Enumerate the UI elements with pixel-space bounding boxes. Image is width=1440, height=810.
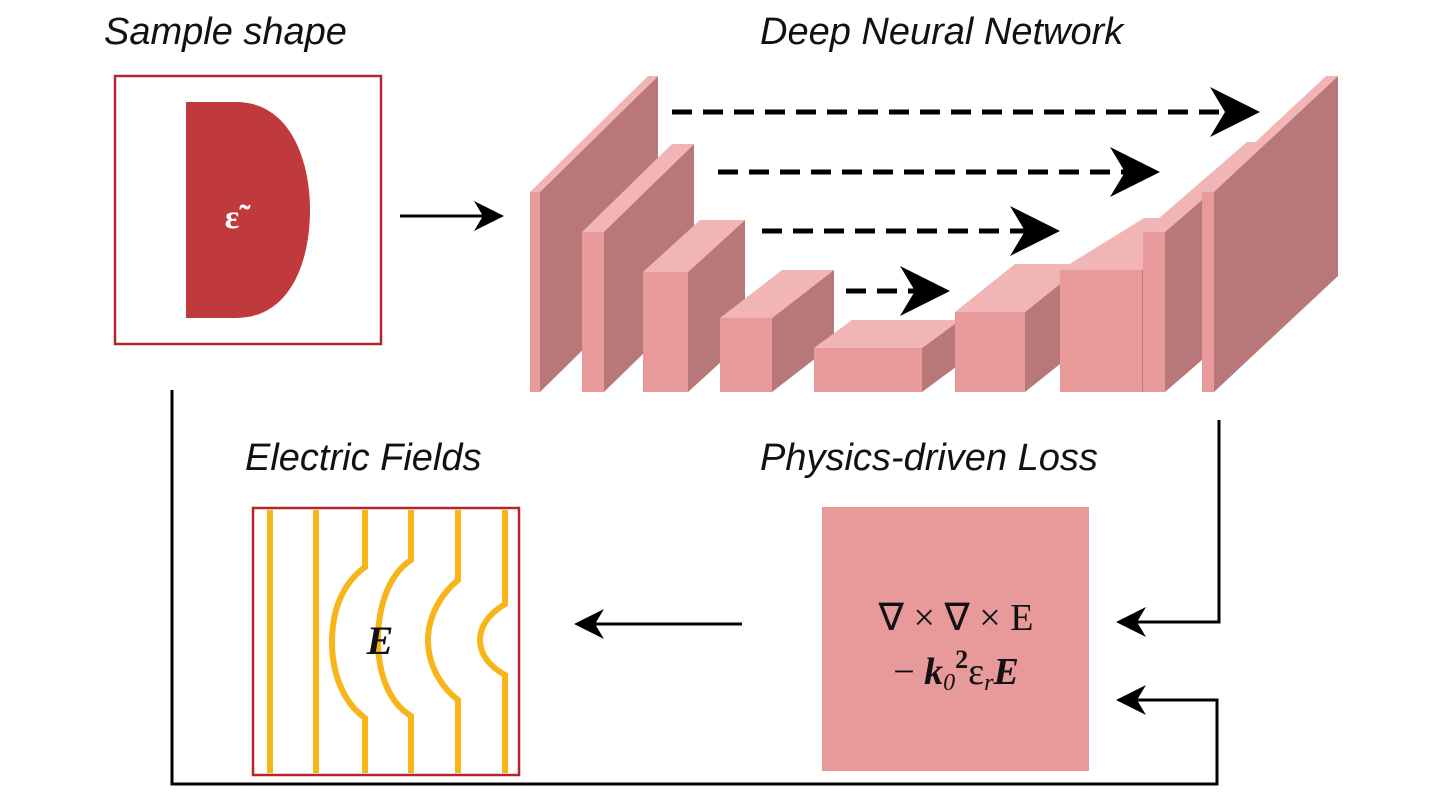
unet-bottleneck-block [814, 320, 960, 392]
unet-decoder-block-1-front [955, 312, 1025, 392]
unet-decoder-block-4-side [1214, 76, 1338, 392]
skip-connections [672, 87, 1260, 316]
connector-network-to-loss [1116, 420, 1221, 637]
electric-fields-frame [251, 506, 521, 777]
unet-decoder-block-4-top [1202, 76, 1338, 192]
unet-encoder-block-4-top [720, 270, 834, 318]
unet-decoder-block-1-top [955, 264, 1085, 312]
unet-encoder-block-4-front [720, 318, 772, 392]
sample-d-shape [186, 102, 310, 318]
sample-shape-title: Sample shape [104, 11, 347, 53]
loss-E: E [992, 651, 1018, 693]
physics-loss-title: Physics-driven Loss [760, 437, 1098, 479]
unet-encoder-block-1-front [530, 192, 540, 392]
physics-loss-box [822, 507, 1089, 771]
network-title: Deep Neural Network [760, 11, 1125, 53]
physics-loss-panel: ∇ × ∇ × E − k02εrE [822, 507, 1089, 771]
electric-fields-title: Electric Fields [245, 437, 482, 479]
connector-sample-to-loss [170, 390, 1219, 786]
loss-eps-sub: r [984, 670, 994, 696]
loss-minus: − [893, 651, 924, 693]
loss-k-sup: 2 [955, 645, 968, 674]
unet-decoder-block-2-front [1060, 270, 1142, 392]
unet-encoder-block-3-top [643, 220, 745, 272]
unet-encoder-block-4 [720, 270, 834, 392]
sample-shape-panel: ε̃ [113, 74, 383, 346]
loss-eps: ε [968, 651, 984, 693]
loss-k-sub: 0 [943, 670, 955, 696]
unet-decoder-block-4 [1202, 76, 1338, 392]
unet-decoder-block-3-front [1143, 232, 1165, 392]
unet-encoder-block-3-front [643, 272, 688, 392]
unet-bottleneck-block-side [922, 320, 960, 392]
field-E-symbol: E [366, 618, 394, 663]
unet-encoder-block-4-side [772, 270, 834, 392]
unet-decoder-block-4-front [1202, 192, 1214, 392]
unet-bottleneck-block-front [814, 348, 922, 392]
loss-line1-text: ∇ × ∇ × E [878, 597, 1034, 639]
loss-equation-line1: ∇ × ∇ × E [878, 597, 1034, 639]
field-line-3 [328, 510, 368, 773]
unet-encoder-block-2-front [582, 232, 604, 392]
electric-fields-panel: E [251, 506, 521, 777]
loss-k: k [924, 651, 943, 693]
loss-equation-line2: − k02εrE [893, 645, 1019, 696]
unet-bottleneck-block-top [814, 320, 960, 348]
field-line-4 [374, 510, 414, 773]
field-lines [267, 510, 508, 773]
field-line-6 [476, 510, 508, 773]
unet-blocks [530, 76, 1338, 392]
field-line-5 [424, 510, 461, 773]
unet-encoder-block-2-top [582, 144, 694, 232]
unet-encoder-block-1-top [530, 76, 658, 192]
